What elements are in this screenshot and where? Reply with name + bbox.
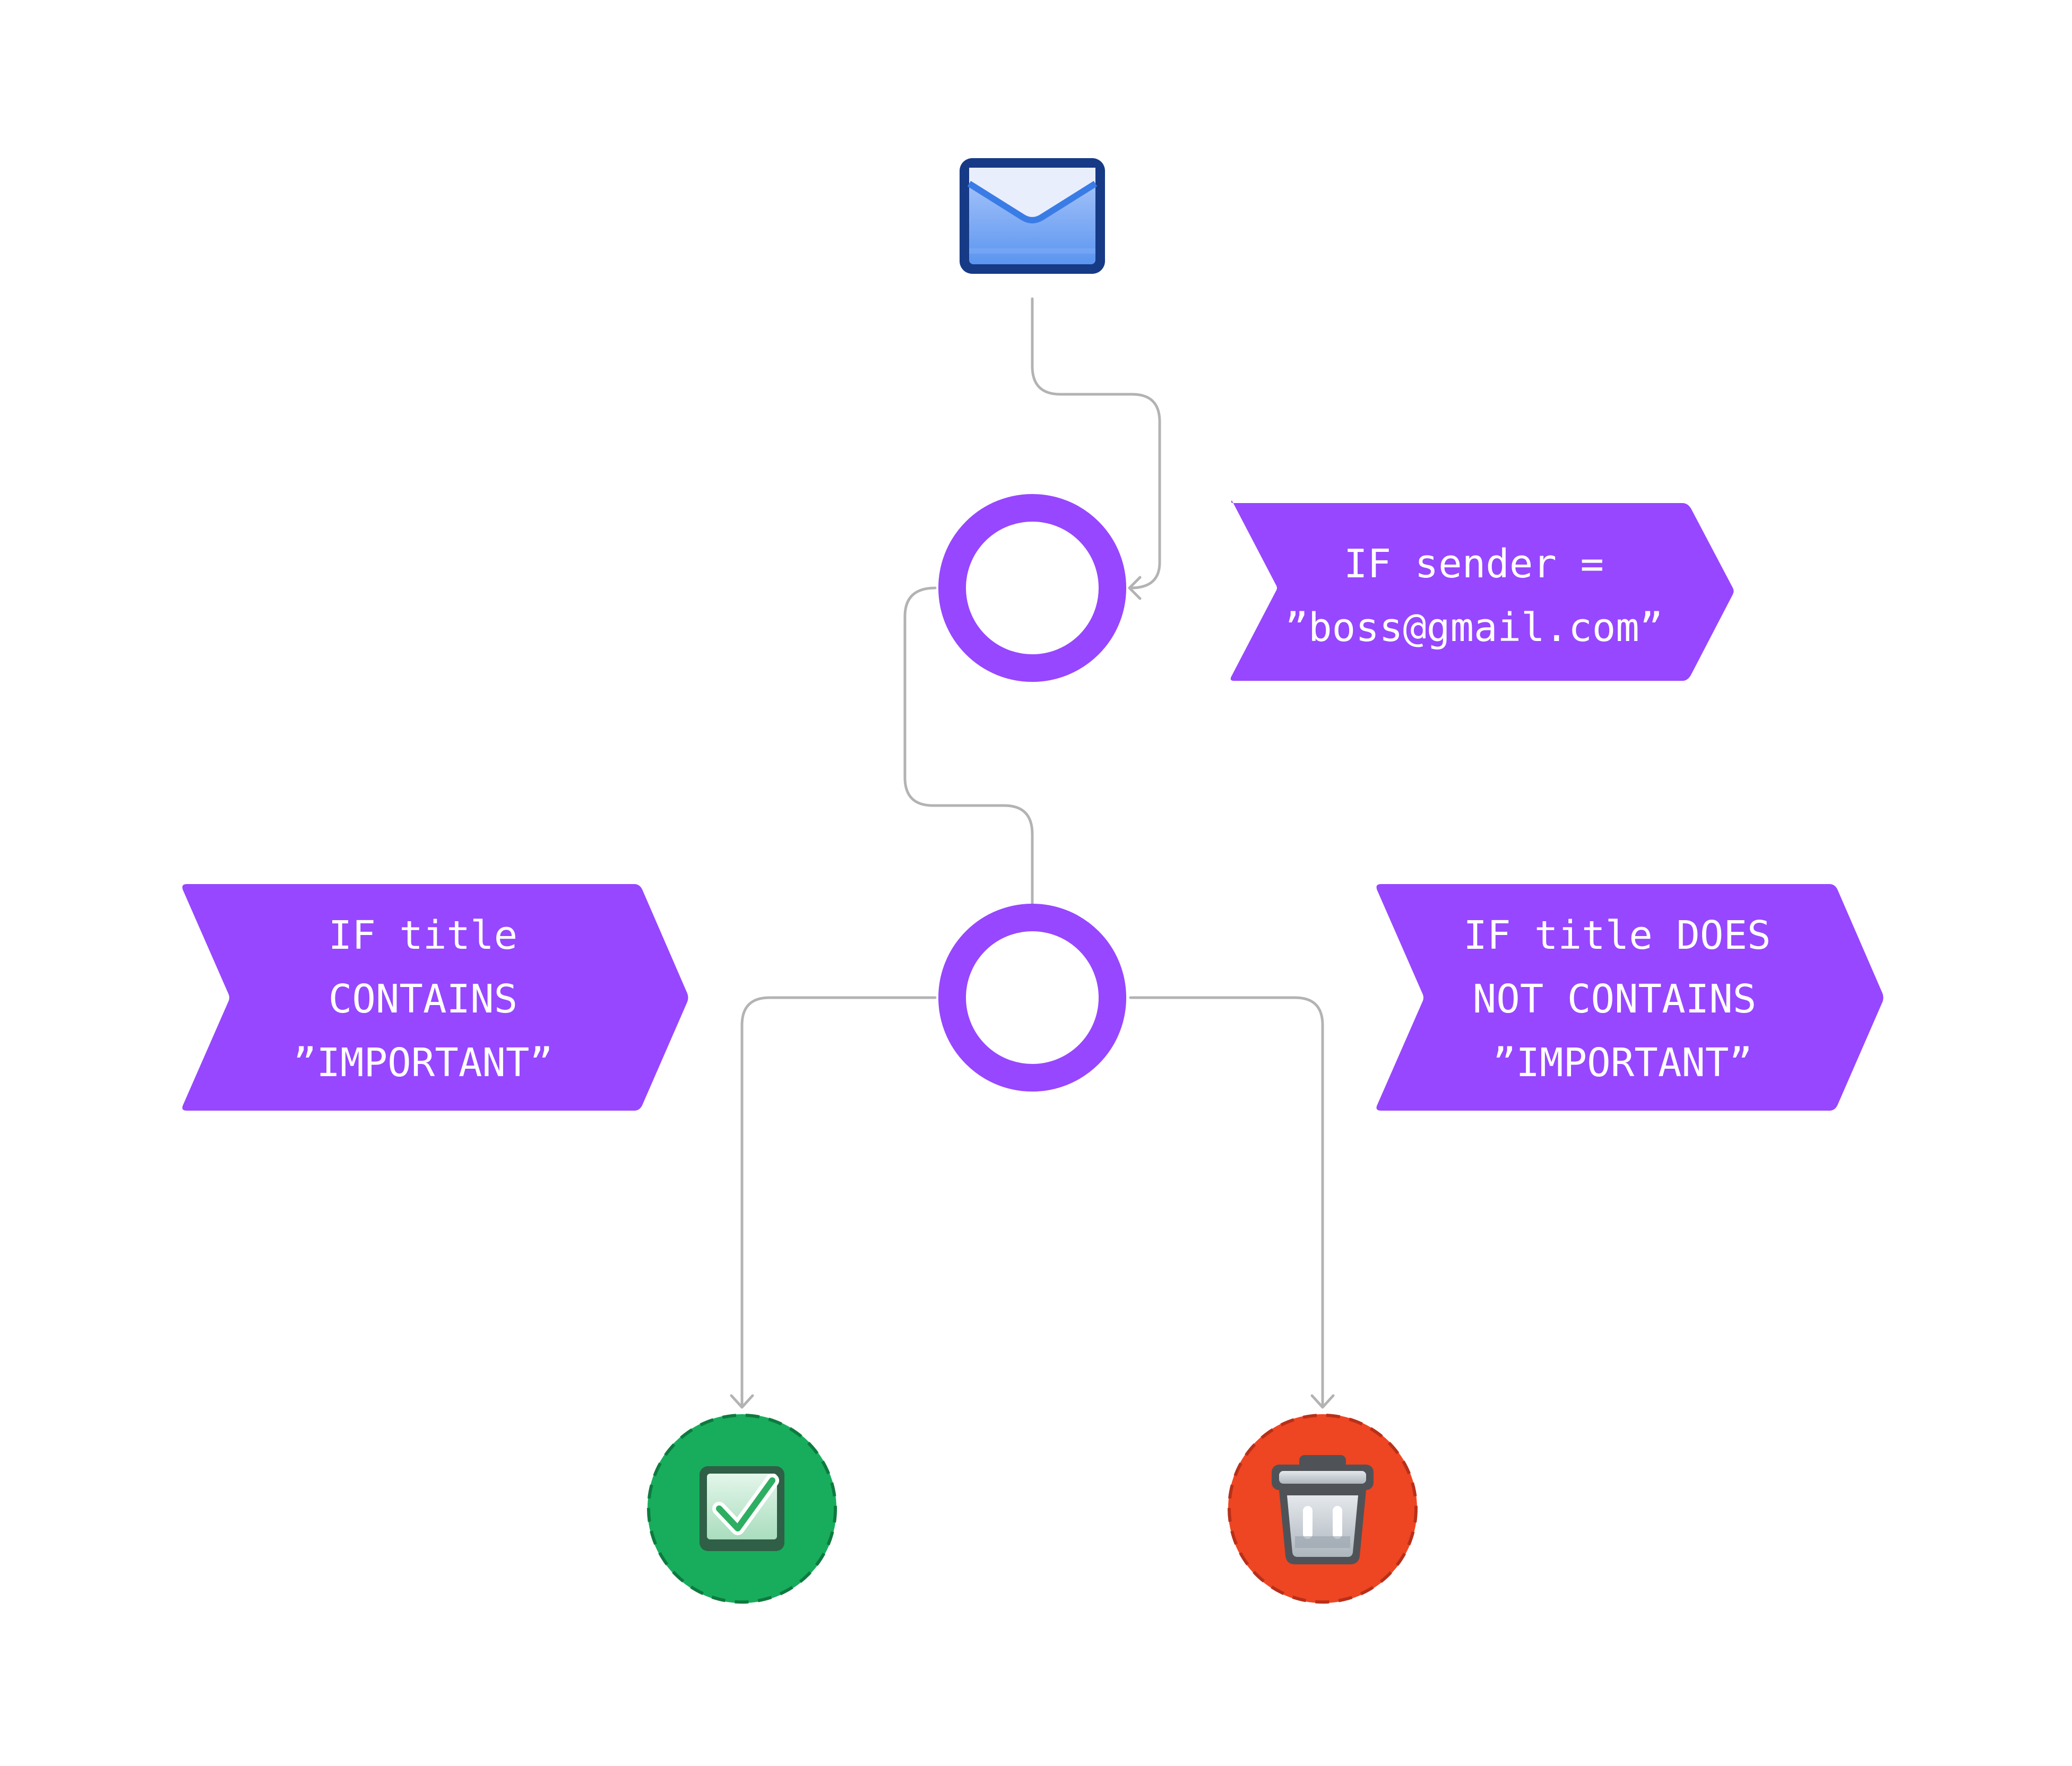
arrowhead-reject <box>1310 1394 1335 1409</box>
connector-sender-check-to-title-check <box>903 586 1034 924</box>
condition-label-sender: IF sender = ”boss@gmail.com” <box>1230 500 1734 681</box>
title-not-contains-line1: IF title DOES <box>1463 913 1771 958</box>
checkbox-check-icon <box>700 1466 784 1551</box>
title-contains-line2: CONTAINS <box>329 976 517 1022</box>
condition-label-title-not-contains: IF title DOES NOT CONTAINS ”IMPORTANT” <box>1376 884 1884 1111</box>
title-contains-line3: ”IMPORTANT” <box>293 1040 553 1086</box>
condition-label-title-contains: IF title CONTAINS ”IMPORTANT” <box>182 884 688 1111</box>
connector-title-check-to-accept <box>740 996 937 1407</box>
connectors <box>730 297 1335 1409</box>
envelope-icon <box>960 158 1105 274</box>
connector-title-check-to-reject <box>1129 996 1324 1407</box>
title-not-contains-line3: ”IMPORTANT” <box>1492 1040 1752 1086</box>
title-contains-line1: IF title <box>329 913 517 958</box>
decision-node-title <box>938 904 1126 1092</box>
sender-condition-line1: IF sender = <box>1344 541 1604 587</box>
accept-outcome <box>647 1414 837 1604</box>
arrowhead-accept <box>730 1394 754 1409</box>
connector-start-to-sender-check <box>1031 297 1161 590</box>
arrowhead-sender-check <box>1128 576 1142 600</box>
title-not-contains-line2: NOT CONTAINS <box>1473 976 1757 1022</box>
trash-icon <box>1272 1455 1374 1564</box>
decision-node-sender <box>938 494 1126 682</box>
reject-outcome <box>1228 1414 1418 1604</box>
sender-condition-line2: ”boss@gmail.com” <box>1285 605 1663 651</box>
